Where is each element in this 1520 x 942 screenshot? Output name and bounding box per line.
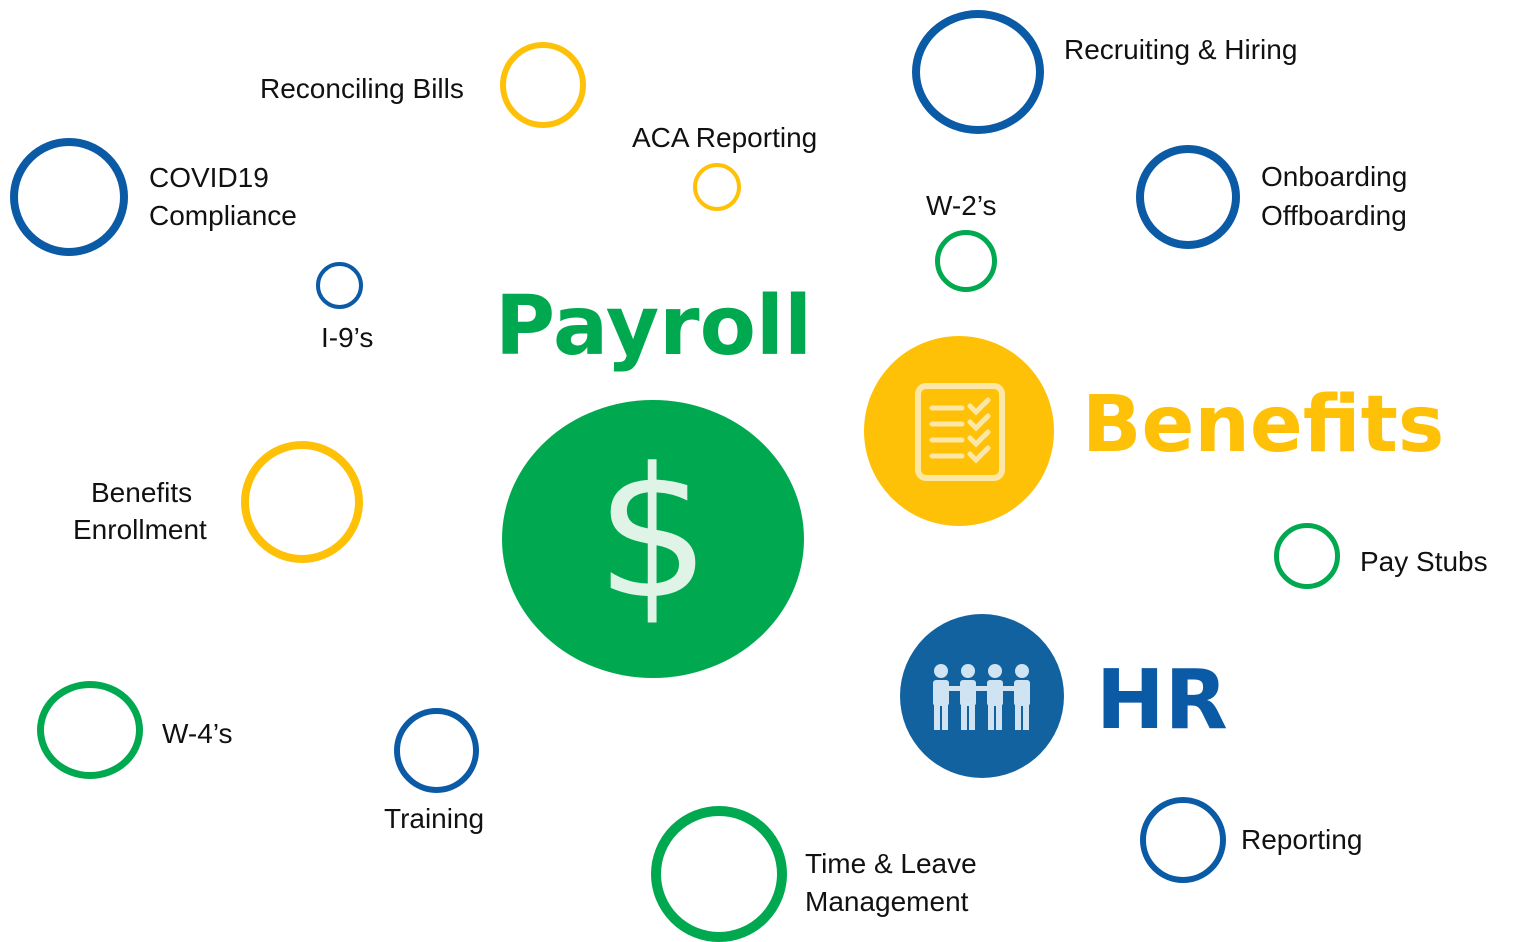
reporting-ring — [1140, 797, 1226, 883]
w4-label: W-4’s — [162, 718, 233, 749]
covid19-label: COVID19 — [149, 162, 269, 193]
hr-circle — [900, 614, 1064, 778]
time-leave-line1: Time & Leave — [805, 848, 977, 879]
reconciling-bills-label: Reconciling Bills — [260, 73, 464, 104]
dollar-sign-icon: $ — [595, 430, 711, 639]
benefits-enrollment-line2: Enrollment — [73, 514, 207, 545]
offboarding-label: Offboarding — [1261, 200, 1407, 231]
pay-stubs-ring — [1274, 523, 1340, 589]
onboarding-offboarding-ring — [1136, 145, 1240, 249]
payroll-title: Payroll — [495, 279, 813, 374]
i9-label: I-9’s — [321, 322, 374, 353]
w2-ring — [935, 230, 997, 292]
time-leave-line2: Management — [805, 886, 969, 917]
benefits-title: Benefits — [1082, 380, 1445, 470]
recruiting-hiring-label: Recruiting & Hiring — [1064, 34, 1298, 65]
compliance-label: Compliance — [149, 200, 297, 231]
covid19-compliance-ring — [10, 138, 128, 256]
w2-label: W-2’s — [926, 190, 997, 221]
reporting-label: Reporting — [1241, 824, 1363, 855]
benefits-enrollment-line1: Benefits — [91, 477, 193, 508]
w4-ring — [37, 681, 143, 779]
reconciling-bills-ring — [500, 42, 586, 128]
aca-reporting-label: ACA Reporting — [632, 122, 818, 153]
checklist-icon — [915, 383, 1005, 481]
benefits-enrollment-ring — [241, 441, 363, 563]
aca-reporting-ring — [693, 163, 741, 211]
i9-ring — [316, 262, 363, 309]
hr-title: HR — [1096, 653, 1228, 748]
time-leave-management-ring — [651, 806, 787, 942]
recruiting-hiring-ring — [912, 10, 1044, 134]
training-ring — [394, 708, 479, 793]
onboarding-label: Onboarding — [1261, 161, 1408, 192]
people-group-icon — [933, 664, 1030, 730]
benefits-circle — [864, 336, 1054, 526]
training-label: Training — [384, 803, 485, 834]
payroll-circle: $ — [502, 400, 804, 678]
pay-stubs-label: Pay Stubs — [1360, 546, 1488, 577]
